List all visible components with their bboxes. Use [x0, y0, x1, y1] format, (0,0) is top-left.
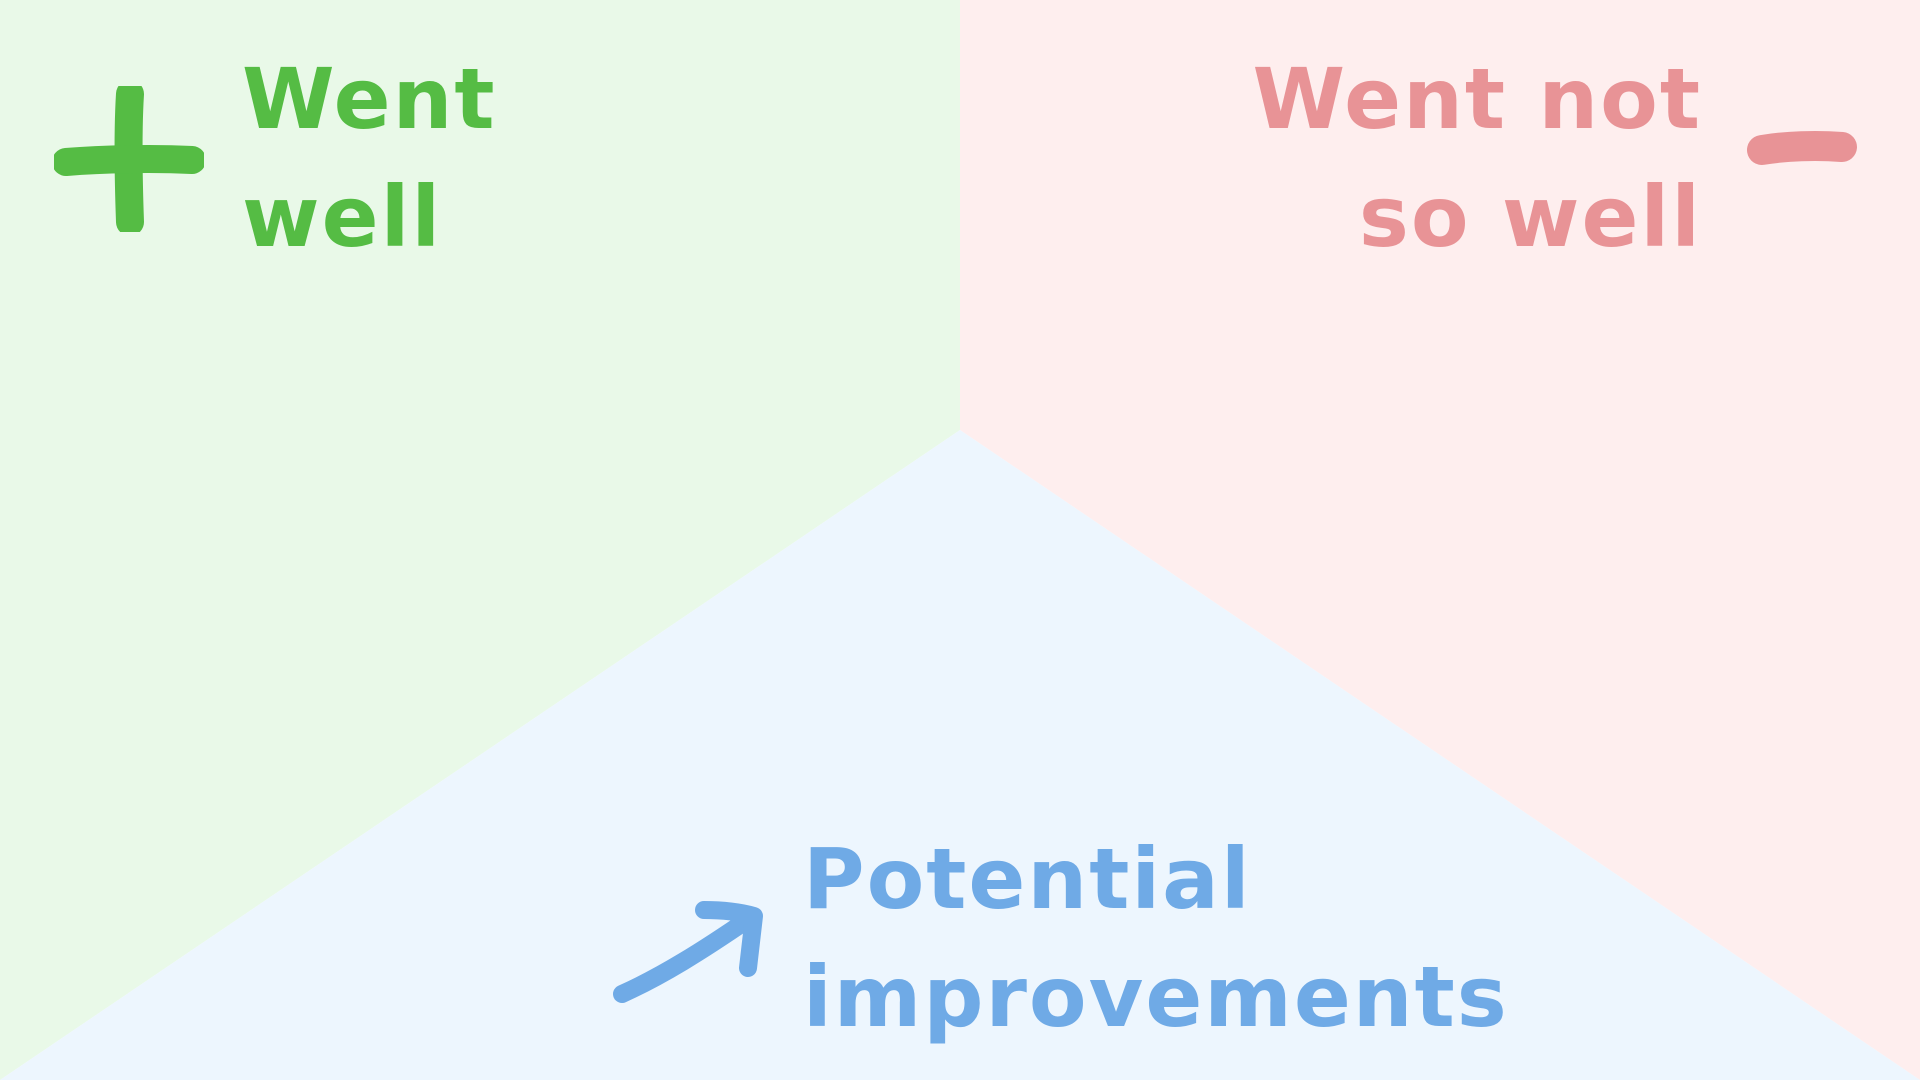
potential-improvements-title-line2: improvements	[803, 948, 1509, 1046]
went-not-so-well-region[interactable]	[960, 0, 1920, 1080]
minus-icon	[1747, 131, 1857, 165]
went-well-title-line2: well	[242, 168, 443, 266]
potential-improvements-region[interactable]	[0, 430, 1920, 1080]
arrow-up-right-icon	[613, 901, 763, 1003]
went-not-so-well-title-line1: Went not	[1252, 50, 1702, 148]
went-not-so-well-title: Went not so well	[1253, 40, 1703, 276]
went-well-title-line1: Went	[242, 50, 497, 148]
went-not-so-well-title-line2: so well	[1358, 168, 1702, 266]
potential-improvements-title: Potential improvements	[803, 820, 1509, 1056]
potential-improvements-title-line1: Potential	[803, 830, 1252, 928]
went-well-region[interactable]	[0, 0, 960, 1080]
plus-icon	[54, 86, 204, 232]
went-well-title: Went well	[242, 40, 497, 276]
